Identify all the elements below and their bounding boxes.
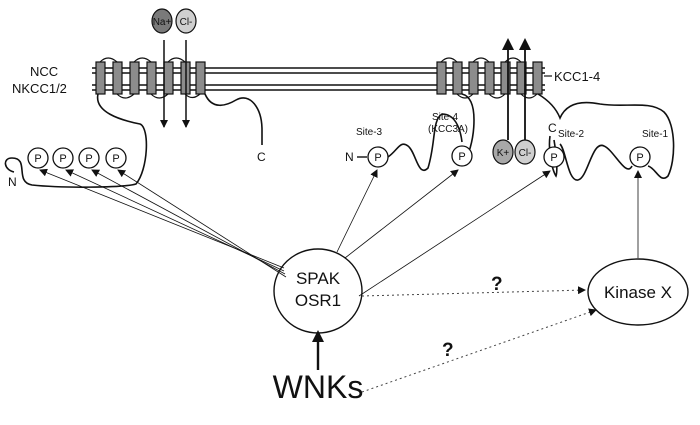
phospho-site-1: P [629,146,651,168]
svg-text:Cl-: Cl- [519,148,532,159]
unknown-link-2-label: ? [442,340,454,361]
site-3-label: Site-3 [356,127,383,138]
phospho-site-3: P [367,146,389,168]
svg-text:P: P [636,152,643,164]
wnks-label: WNKs [273,369,364,405]
right-c-terminus: C [548,121,557,135]
svg-text:P: P [34,153,41,165]
site-4-label: Site-4 [432,112,459,123]
cl-ion-right: Cl- [514,139,536,165]
kcc-label: KCC1-4 [554,69,600,84]
site-2-label: Site-2 [558,129,585,140]
site-1-label: Site-1 [642,129,669,140]
phospho-left-3: P [78,147,100,169]
spak-phosphorylation-arrows [39,168,551,297]
svg-text:SPAK: SPAK [296,269,341,288]
phospho-left-4: P [105,147,127,169]
phospho-site-2: P [543,146,565,168]
svg-text:P: P [458,151,465,163]
svg-text:P: P [59,153,66,165]
kinase-x-node: Kinase X [587,258,689,326]
na-ion: Na+ [151,8,173,34]
nkcc-label: NKCC1/2 [12,81,67,96]
cl-ion-left: Cl- [175,8,197,34]
svg-text:P: P [85,153,92,165]
svg-text:Kinase X: Kinase X [604,283,672,302]
site-4-sublabel: (KCC3A) [428,124,468,135]
svg-text:P: P [112,153,119,165]
spak-to-kinase-x-link [361,286,586,297]
phospho-left-1: P [27,147,49,169]
svg-text:K+: K+ [497,148,510,159]
k-ion: K+ [492,139,514,165]
svg-text:P: P [550,152,557,164]
svg-text:Na+: Na+ [153,17,172,28]
left-c-terminal-tail [204,93,263,145]
phospho-left-2: P [52,147,74,169]
right-n-terminus: N [345,150,354,164]
phospho-site-4: P [451,145,473,167]
left-helices [95,57,206,99]
svg-text:Cl-: Cl- [180,17,193,28]
left-n-terminus: N [8,175,17,189]
ncc-label: NCC [30,64,58,79]
unknown-link-1-label: ? [491,274,503,295]
spak-osr1-node: SPAK OSR1 [273,248,363,334]
right-helices [436,57,543,99]
svg-text:P: P [374,152,381,164]
svg-text:OSR1: OSR1 [295,291,341,310]
left-c-terminus: C [257,150,266,164]
wnk-to-kinase-x-link [361,308,597,393]
left-n-terminal-tail [4,93,148,188]
